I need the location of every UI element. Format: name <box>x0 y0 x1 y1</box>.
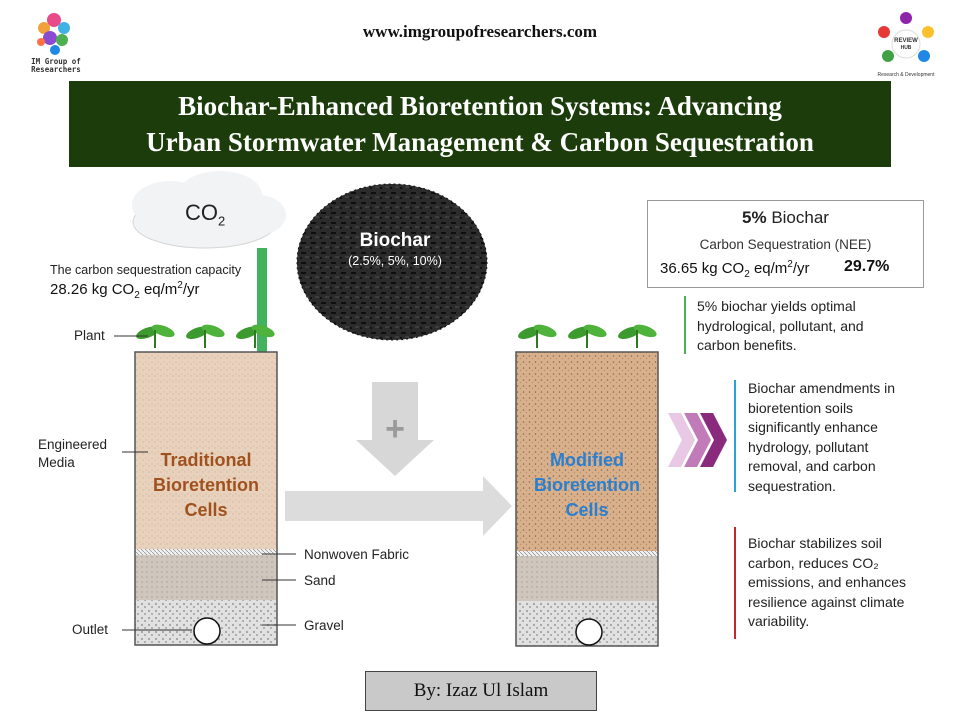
outlet-pipe-right <box>575 618 603 646</box>
capacity-label: The carbon sequestration capacity <box>50 263 242 277</box>
note-amendments: Biochar amendments in bioretention soils… <box>748 380 896 494</box>
im-group-logo <box>22 8 92 80</box>
title-banner: Biochar-Enhanced Bioretention Systems: A… <box>69 81 891 167</box>
label-plant: Plant <box>74 328 105 343</box>
plants-right <box>518 324 657 348</box>
traditional-cells-label: Traditional Bioretention Cells <box>153 450 259 520</box>
result-increase: 29.7% <box>844 258 890 275</box>
biochar-rates: (2.5%, 5%, 10%) <box>348 254 442 268</box>
modified-cells-label: Modified Bioretention Cells <box>534 450 640 520</box>
label-sand: Sand <box>304 573 336 588</box>
capacity-value: 28.26 kg CO2 eq/m2/yr <box>50 280 200 301</box>
note-bar-2 <box>734 380 736 492</box>
note-bar-1 <box>684 296 686 354</box>
biochar-label: Biochar <box>359 230 431 251</box>
review-hub-logo-line2: HUB <box>901 45 912 51</box>
co2-cloud <box>132 171 286 249</box>
modified-column <box>515 351 659 647</box>
plus-sign: + <box>385 410 405 448</box>
conversion-arrow <box>285 476 512 536</box>
biochar-result-box: 5% Biochar Carbon Sequestration (NEE) 36… <box>647 200 924 288</box>
chevron-arrows <box>668 413 727 467</box>
im-group-logo-text: IM Group of Researchers <box>31 57 81 74</box>
label-engineered-media: Engineered Media <box>38 437 108 470</box>
result-value: 36.65 kg CO2 eq/m2/yr <box>660 259 810 280</box>
label-leader-lines <box>114 335 296 631</box>
title-line-2: Urban Stormwater Management & Carbon Seq… <box>146 127 814 157</box>
author-name: By: Izaz Ul Islam <box>413 680 549 701</box>
website-url[interactable]: www.imgroupofresearchers.com <box>362 22 598 41</box>
result-title: 5% Biochar <box>742 208 829 227</box>
biochar-addition-arrow <box>356 382 434 476</box>
review-hub-logo: REVIEW HUB Research & Development <box>870 8 942 80</box>
review-hub-logo-line3: Research & Development <box>878 72 936 78</box>
label-gravel: Gravel <box>304 618 344 633</box>
co2-label: CO2 <box>185 200 226 229</box>
result-subtitle: Carbon Sequestration (NEE) <box>699 237 872 252</box>
note-optimal-benefits: 5% biochar yields optimal hydrological, … <box>697 298 864 353</box>
note-bar-3 <box>734 527 736 639</box>
review-hub-logo-line1: REVIEW <box>894 38 918 44</box>
traditional-column <box>134 351 278 646</box>
title-line-1: Biochar-Enhanced Bioretention Systems: A… <box>178 91 782 121</box>
plants-left <box>136 324 275 348</box>
label-nonwoven-fabric: Nonwoven Fabric <box>304 547 410 562</box>
note-stabilizes-carbon: Biochar stabilizes soil carbon, reduces … <box>748 535 906 629</box>
outlet-pipe-left <box>193 617 221 645</box>
author-box: By: Izaz Ul Islam <box>365 671 597 711</box>
biochar-pile <box>296 183 488 341</box>
label-outlet: Outlet <box>72 622 109 637</box>
